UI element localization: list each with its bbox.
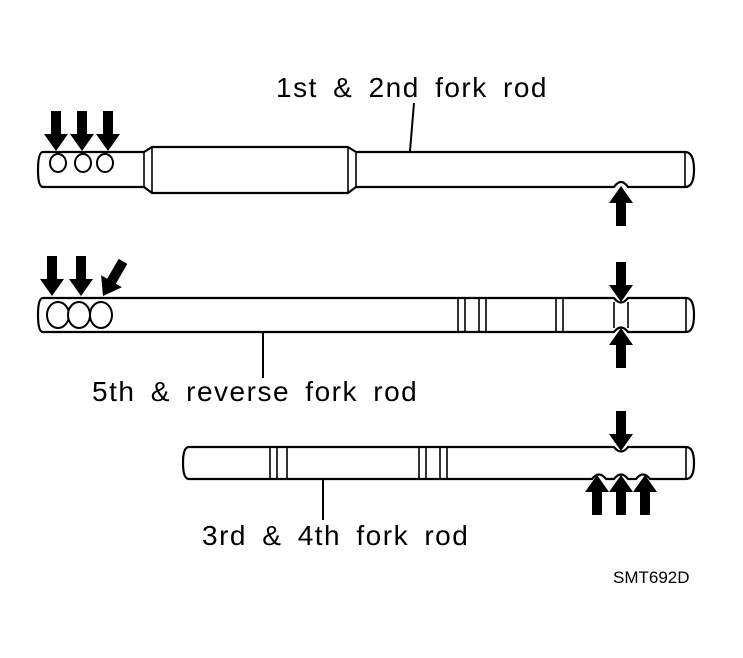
detent-ball [49,153,67,173]
arrow-down-icon [70,111,94,151]
arrow-down-icon [96,111,120,151]
rod-5th-reverse-body [36,296,696,334]
arrow-down-icon [609,411,633,451]
arrow-down-icon [44,111,68,151]
detent-ball [96,153,114,173]
rod-5th-reverse: 5th & reverse fork rod [36,255,696,407]
arrow-down-icon [609,262,633,302]
rod-1st-2nd-body [36,145,696,195]
arrow-down-icon [69,256,93,296]
arrow-down-icon [40,256,64,296]
arrow-up-icon [585,475,609,515]
detent-ball [46,301,70,329]
detent-ball [67,301,91,329]
rod-5th-reverse-label: 5th & reverse fork rod [92,376,418,407]
detent-ball [74,153,92,173]
figure-code: SMT692D [613,568,690,587]
rod-1st-2nd: 1st & 2nd fork rod [36,72,696,226]
arrow-up-icon [609,328,633,368]
rod-3rd-4th-label: 3rd & 4th fork rod [202,520,469,551]
leader-line [409,102,415,152]
rod-3rd-4th: 3rd & 4th fork rod [181,411,696,551]
arrow-up-icon [609,186,633,226]
detent-ball [89,301,113,329]
rod-1st-2nd-label: 1st & 2nd fork rod [276,72,548,103]
arrow-up-icon [609,475,633,515]
arrow-down-diagonal-icon [92,255,134,302]
arrow-up-icon [633,475,657,515]
rod-3rd-4th-body [181,445,696,481]
